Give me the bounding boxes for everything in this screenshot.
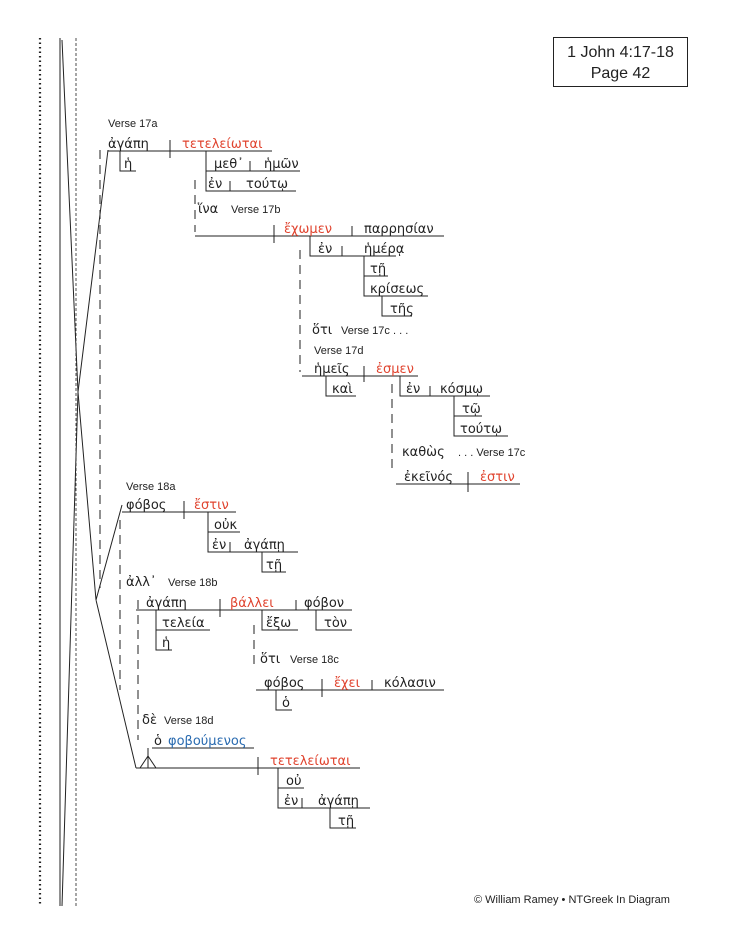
word-conjunction: καθὼς bbox=[402, 445, 445, 460]
word-preposition: ἐν bbox=[208, 177, 222, 192]
word-modifier: τελεία bbox=[162, 616, 205, 631]
word-object: κόσμῳ bbox=[440, 382, 483, 397]
word-verb: βάλλει bbox=[230, 596, 274, 611]
word-object: κόλασιν bbox=[384, 676, 436, 691]
word-article: τὸν bbox=[324, 616, 347, 631]
word-subject: φόβος bbox=[264, 676, 304, 691]
reference-title: 1 John 4:17-18 bbox=[567, 44, 674, 61]
word-subject: ἀγάπη bbox=[146, 596, 187, 611]
verse-label-17d: Verse 17d bbox=[314, 345, 364, 357]
word-article: ἡ bbox=[162, 636, 170, 651]
word-conjunction: ὅτι bbox=[260, 652, 280, 667]
word-conjunction: ὅτι bbox=[312, 323, 332, 338]
verse-label-17c-end: . . . Verse 17c bbox=[458, 447, 526, 459]
word-object: φόβον bbox=[304, 596, 344, 611]
word-conjunction: καὶ bbox=[332, 382, 353, 397]
page-number: Page 42 bbox=[590, 65, 651, 82]
word-verb: ἔχει bbox=[334, 676, 360, 691]
word-adverb: ἔξω bbox=[266, 616, 291, 631]
copyright-notice: © William Ramey • NTGreek In Diagram bbox=[474, 894, 670, 906]
word-article: τῇ bbox=[338, 814, 354, 829]
word-verb: τετελείωται bbox=[270, 754, 351, 769]
word-subject: φόβος bbox=[126, 498, 166, 513]
word-subject: ἀγάπη bbox=[108, 137, 149, 152]
clause-connectors bbox=[77, 149, 137, 769]
word-object: ἀγάπῃ bbox=[244, 538, 285, 553]
word-article: τῷ bbox=[462, 402, 481, 417]
word-subject: ἐκεῖνός bbox=[404, 470, 453, 485]
word-preposition: ἐν bbox=[212, 538, 226, 553]
modifier-line bbox=[155, 610, 210, 651]
participle-pedestal bbox=[139, 747, 254, 769]
modifier-line bbox=[277, 768, 370, 829]
word-preposition: μεθ᾽ bbox=[214, 157, 244, 172]
word-object: ἡμῶν bbox=[264, 157, 299, 172]
modifier-line bbox=[205, 151, 300, 192]
modifier-line bbox=[261, 610, 352, 631]
verse-label-17b: Verse 17b bbox=[231, 204, 281, 216]
modifier-line bbox=[119, 151, 136, 172]
word-negation: οὐκ bbox=[214, 518, 237, 533]
word-verb: ἐσμεν bbox=[376, 362, 414, 377]
word-article: ὁ bbox=[282, 696, 290, 711]
word-participle: φοβούμενος bbox=[168, 734, 246, 749]
verse-label-18b: Verse 18b bbox=[168, 577, 218, 589]
word-article: ὁ bbox=[154, 734, 162, 749]
reference-box: 1 John 4:17-18 Page 42 bbox=[553, 37, 688, 87]
word-subject: ἡμεῖς bbox=[314, 362, 350, 377]
word-object: παρρησίαν bbox=[364, 222, 434, 237]
word-preposition: ἐν bbox=[318, 242, 332, 257]
word-object: ἡμέρᾳ bbox=[364, 242, 404, 257]
word-verb: ἔχωμεν bbox=[284, 222, 332, 237]
word-modifier: κρίσεως bbox=[370, 282, 424, 297]
word-preposition: ἐν bbox=[284, 794, 298, 809]
word-modifier: τούτῳ bbox=[460, 422, 502, 437]
word-article: τῇ bbox=[266, 558, 282, 573]
word-object: τούτῳ bbox=[246, 177, 288, 192]
verse-label-17c: Verse 17c . . . bbox=[341, 325, 408, 337]
word-conjunction: ἀλλ᾽ bbox=[126, 575, 156, 590]
word-negation: οὐ bbox=[286, 774, 301, 789]
modifier-line bbox=[309, 236, 428, 317]
word-preposition: ἐν bbox=[406, 382, 420, 397]
verse-label-18c: Verse 18c bbox=[290, 654, 339, 666]
word-verb: ἐστιν bbox=[480, 470, 515, 485]
word-article: ἡ bbox=[124, 157, 132, 172]
word-verb: ἔστιν bbox=[194, 498, 229, 513]
word-article: τῇ bbox=[370, 262, 386, 277]
word-conjunction: δὲ bbox=[142, 713, 157, 728]
verse-label-18d: Verse 18d bbox=[164, 715, 214, 727]
verse-label-18a: Verse 18a bbox=[126, 481, 176, 493]
modifier-line bbox=[207, 512, 298, 573]
modifier-line bbox=[325, 376, 356, 397]
word-verb: τετελείωται bbox=[182, 137, 263, 152]
verse-label-17a: Verse 17a bbox=[108, 118, 158, 130]
word-article: τῆς bbox=[390, 302, 414, 317]
modifier-line bbox=[275, 690, 292, 711]
word-conjunction: ἵνα bbox=[197, 202, 218, 217]
modifier-line bbox=[399, 376, 508, 437]
word-object: ἀγάπῃ bbox=[318, 794, 359, 809]
